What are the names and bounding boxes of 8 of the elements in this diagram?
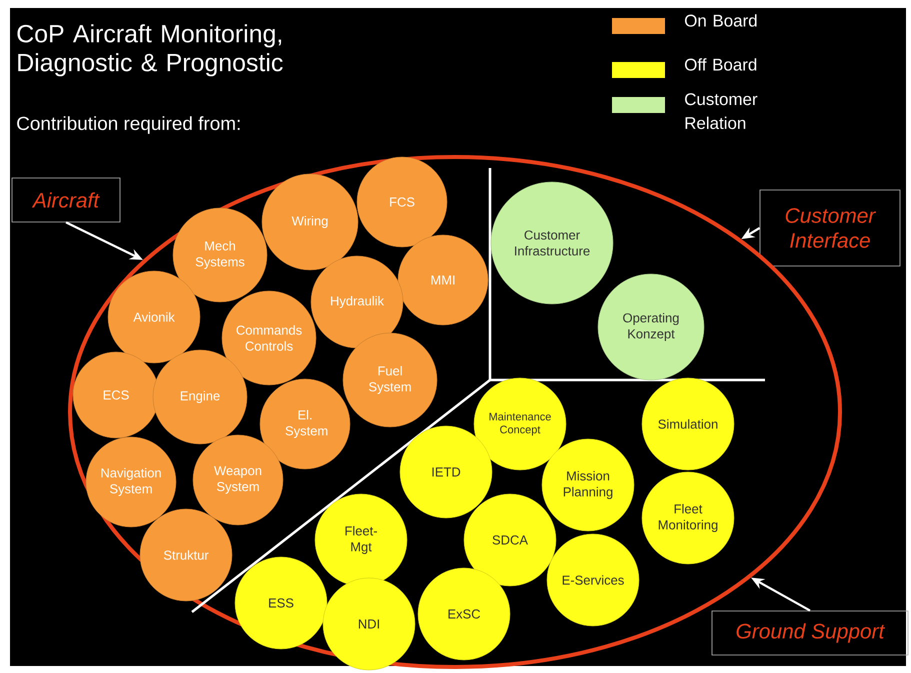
legend-label: Customer Relation [685,93,758,130]
title: CoP Aircraft Monitoring, Diagnostic & Prognostic [17,24,283,76]
category-label: Aircraft [12,178,120,222]
category-label: Ground Support [712,610,908,656]
category-label: Customer Interface [760,190,900,266]
legend-label: Off Board [685,58,756,71]
legend-label: On Board [685,14,757,27]
subtitle: Contribution required from: [17,116,240,134]
